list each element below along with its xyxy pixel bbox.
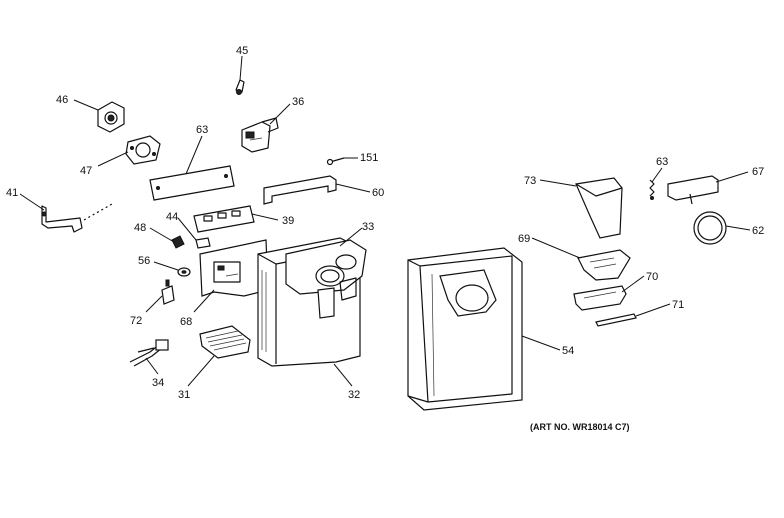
part-68-mount bbox=[199, 239, 269, 297]
part-46-cap bbox=[97, 101, 125, 133]
label-68: 68 bbox=[180, 316, 192, 328]
label-32: 32 bbox=[348, 389, 360, 401]
part-41-lever bbox=[41, 203, 113, 233]
part-71-rod bbox=[595, 313, 637, 327]
label-47: 47 bbox=[80, 165, 92, 177]
label-44: 44 bbox=[166, 211, 178, 223]
part-60-bracket bbox=[263, 175, 337, 205]
label-72: 72 bbox=[130, 315, 142, 327]
label-70: 70 bbox=[646, 271, 658, 283]
part-151-screw bbox=[326, 157, 345, 166]
label-54: 54 bbox=[562, 345, 574, 357]
part-63-spring bbox=[649, 179, 655, 200]
label-63-right: 63 bbox=[656, 156, 668, 168]
label-67: 67 bbox=[752, 166, 764, 178]
part-72-switch bbox=[161, 279, 175, 305]
label-36: 36 bbox=[292, 96, 304, 108]
label-48: 48 bbox=[134, 222, 146, 234]
label-62: 62 bbox=[752, 225, 764, 237]
part-70-hinge bbox=[573, 285, 627, 311]
label-69: 69 bbox=[518, 233, 530, 245]
label-31: 31 bbox=[178, 389, 190, 401]
label-39: 39 bbox=[282, 215, 294, 227]
label-33: 33 bbox=[362, 221, 374, 233]
part-47-flange bbox=[125, 135, 161, 165]
part-36-actuator bbox=[241, 117, 279, 153]
label-63-left: 63 bbox=[196, 124, 208, 136]
label-41: 41 bbox=[6, 187, 18, 199]
part-54-panel bbox=[407, 247, 523, 411]
leader-lines bbox=[19, 55, 751, 387]
part-63-plate bbox=[149, 165, 235, 201]
label-46: 46 bbox=[56, 94, 68, 106]
part-44-label bbox=[195, 237, 211, 249]
part-33-chute-top bbox=[285, 239, 367, 319]
art-number: (ART NO. WR18014 C7) bbox=[530, 422, 630, 432]
part-45-clip bbox=[235, 79, 245, 95]
part-73-chute bbox=[575, 177, 623, 239]
label-71: 71 bbox=[672, 299, 684, 311]
label-73: 73 bbox=[524, 175, 536, 187]
part-34-harness bbox=[129, 339, 169, 367]
label-151: 151 bbox=[360, 152, 378, 164]
label-45: 45 bbox=[236, 45, 248, 57]
label-56: 56 bbox=[138, 255, 150, 267]
part-62-ring bbox=[693, 211, 727, 245]
part-69-flap bbox=[577, 249, 631, 281]
part-39-control-board bbox=[193, 205, 255, 233]
label-60: 60 bbox=[372, 187, 384, 199]
part-56-washer bbox=[177, 267, 191, 277]
part-67-bracket bbox=[667, 175, 719, 205]
label-34: 34 bbox=[152, 377, 164, 389]
part-48-grommet bbox=[171, 235, 185, 249]
part-31-drip-tray bbox=[199, 325, 251, 359]
